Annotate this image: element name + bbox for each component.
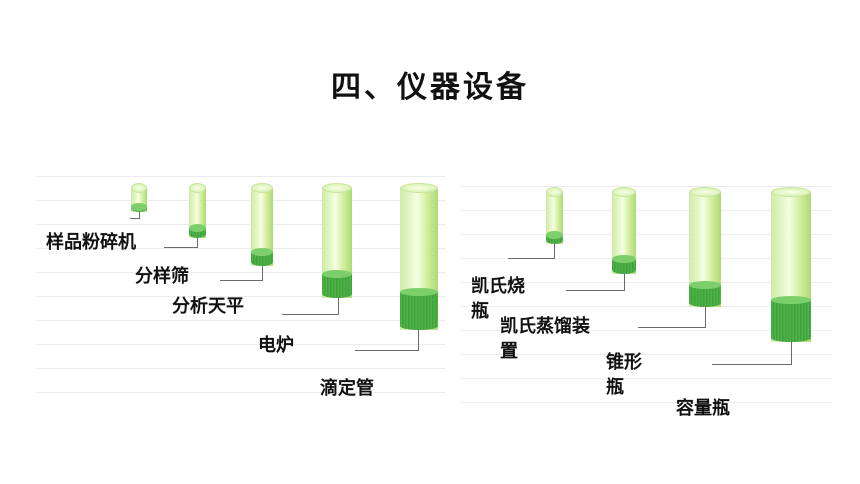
slide-title: 四、仪器设备 xyxy=(331,70,529,105)
item-label-sample-grinder: 样品粉碎机 xyxy=(46,232,136,253)
connector-line xyxy=(638,307,706,328)
cylinder-icon xyxy=(546,187,563,244)
item-label-volumetric-flask: 容量瓶 xyxy=(676,398,730,419)
connector-line xyxy=(508,244,555,259)
cylinder-icon xyxy=(689,187,721,307)
cylinder-icon xyxy=(189,183,206,238)
left-panel xyxy=(36,176,446,408)
connector-line xyxy=(130,212,140,219)
item-label-sample-sieve: 分样筛 xyxy=(135,266,189,287)
cylinder-icon xyxy=(251,183,273,266)
right-panel xyxy=(460,186,832,418)
item-label-burette: 滴定管 xyxy=(320,378,374,399)
item-label-conical-flask: 锥形 瓶 xyxy=(606,352,642,398)
cylinder-icon xyxy=(771,187,811,342)
connector-line xyxy=(220,266,263,281)
connector-line xyxy=(282,298,339,315)
item-label-kjeldahl-distillation: 凯氏蒸馏装 置 xyxy=(500,316,590,362)
item-label-analytical-balance: 分析天平 xyxy=(172,296,244,317)
cylinder-icon xyxy=(612,187,636,274)
cylinder-icon xyxy=(131,183,147,212)
cylinder-icon xyxy=(322,183,352,298)
item-label-electric-furnace: 电炉 xyxy=(258,335,294,356)
cylinder-icon xyxy=(400,183,438,330)
item-label-kjeldahl-flask: 凯氏烧 瓶 xyxy=(471,276,525,322)
connector-line xyxy=(566,274,625,291)
connector-line xyxy=(164,238,198,248)
connector-line xyxy=(712,342,792,365)
connector-line xyxy=(355,330,419,351)
